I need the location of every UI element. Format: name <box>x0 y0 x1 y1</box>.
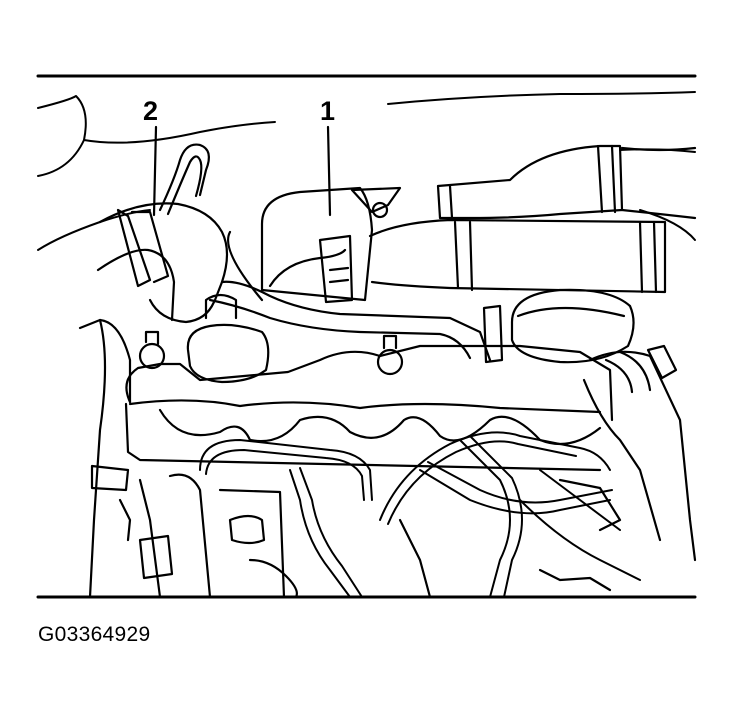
expansion-tank <box>260 186 402 304</box>
frame-lines <box>36 74 697 599</box>
figure-id: G03364929 <box>38 623 151 646</box>
oil-filler-cap <box>186 293 270 384</box>
coolant-hose <box>96 143 492 362</box>
body-panel <box>37 91 696 251</box>
upper-hoses <box>368 144 697 294</box>
callout-label-2: 2 <box>143 96 159 126</box>
pump-body <box>78 318 622 599</box>
right-pipe <box>582 344 697 562</box>
callout-leaders <box>152 125 332 217</box>
round-cap <box>482 288 635 364</box>
injector-lines <box>199 431 641 598</box>
callout-label-1: 1 <box>320 96 336 126</box>
valve-cover <box>90 330 614 492</box>
